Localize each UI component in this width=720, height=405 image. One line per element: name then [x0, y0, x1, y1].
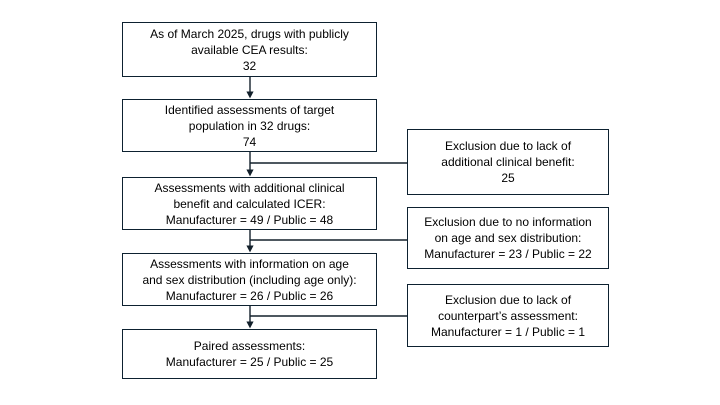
flow-box-line: Manufacturer = 23 / Public = 22 — [424, 247, 592, 261]
flow-box-line: Assessments with additional clinical — [154, 180, 345, 195]
flow-box-line: Manufacturer = 1 / Public = 1 — [430, 324, 586, 339]
flow-box-line: Exclusion due to lack of — [444, 292, 572, 307]
flow-box-exclusion-counterpart: Exclusion due to lack of counterpart’s a… — [407, 284, 609, 347]
flow-box-line: As of March 2025, drugs with publicly — [150, 26, 349, 41]
flow-box-line: 32 — [242, 58, 257, 73]
flow-box-line: on age and sex distribution: — [434, 231, 582, 245]
flow-box-line: Manufacturer = 25 / Public = 25 — [165, 355, 334, 369]
flow-box-cea-drugs: As of March 2025, drugs with publicly av… — [122, 22, 377, 77]
flow-box-exclusion-age-sex-info: Exclusion due to no information on age a… — [407, 207, 609, 269]
arrowhead-down-icon — [246, 245, 254, 253]
flow-box-identified-assessments: Identified assessments of target populat… — [122, 99, 377, 152]
flow-box-paired-assessments: Paired assessments: Manufacturer = 25 / … — [122, 329, 377, 379]
arrowhead-down-icon — [246, 169, 254, 177]
flow-box-line: and sex distribution (including age only… — [142, 272, 357, 287]
flow-box-line: additional clinical benefit: — [441, 155, 575, 169]
arrowhead-down-icon — [246, 91, 254, 99]
flow-box-line: 74 — [242, 134, 257, 149]
flow-box-line: Manufacturer = 26 / Public = 26 — [165, 288, 334, 303]
flow-box-line: available CEA results: — [191, 42, 308, 57]
flow-box-line: Paired assessments: — [193, 339, 306, 353]
flow-box-line: population in 32 drugs: — [188, 118, 311, 133]
flow-box-line: Exclusion due to lack of — [444, 139, 572, 153]
flow-box-benefit-and-icer: Assessments with additional clinical ben… — [122, 177, 377, 230]
flow-box-line: benefit and calculated ICER: — [173, 196, 326, 211]
flow-box-exclusion-clinical-benefit: Exclusion due to lack of additional clin… — [407, 129, 609, 195]
flow-box-line: Manufacturer = 49 / Public = 48 — [165, 212, 334, 227]
flow-box-line: Exclusion due to no information — [424, 215, 592, 229]
flow-box-line: counterpart’s assessment: — [438, 308, 578, 323]
arrowhead-down-icon — [246, 321, 254, 329]
flow-box-line: Assessments with information on age — [150, 256, 349, 271]
flow-box-line: Identified assessments of target — [164, 102, 335, 117]
flow-box-line: 25 — [501, 171, 515, 185]
flow-box-age-sex-distribution: Assessments with information on age and … — [122, 253, 377, 306]
